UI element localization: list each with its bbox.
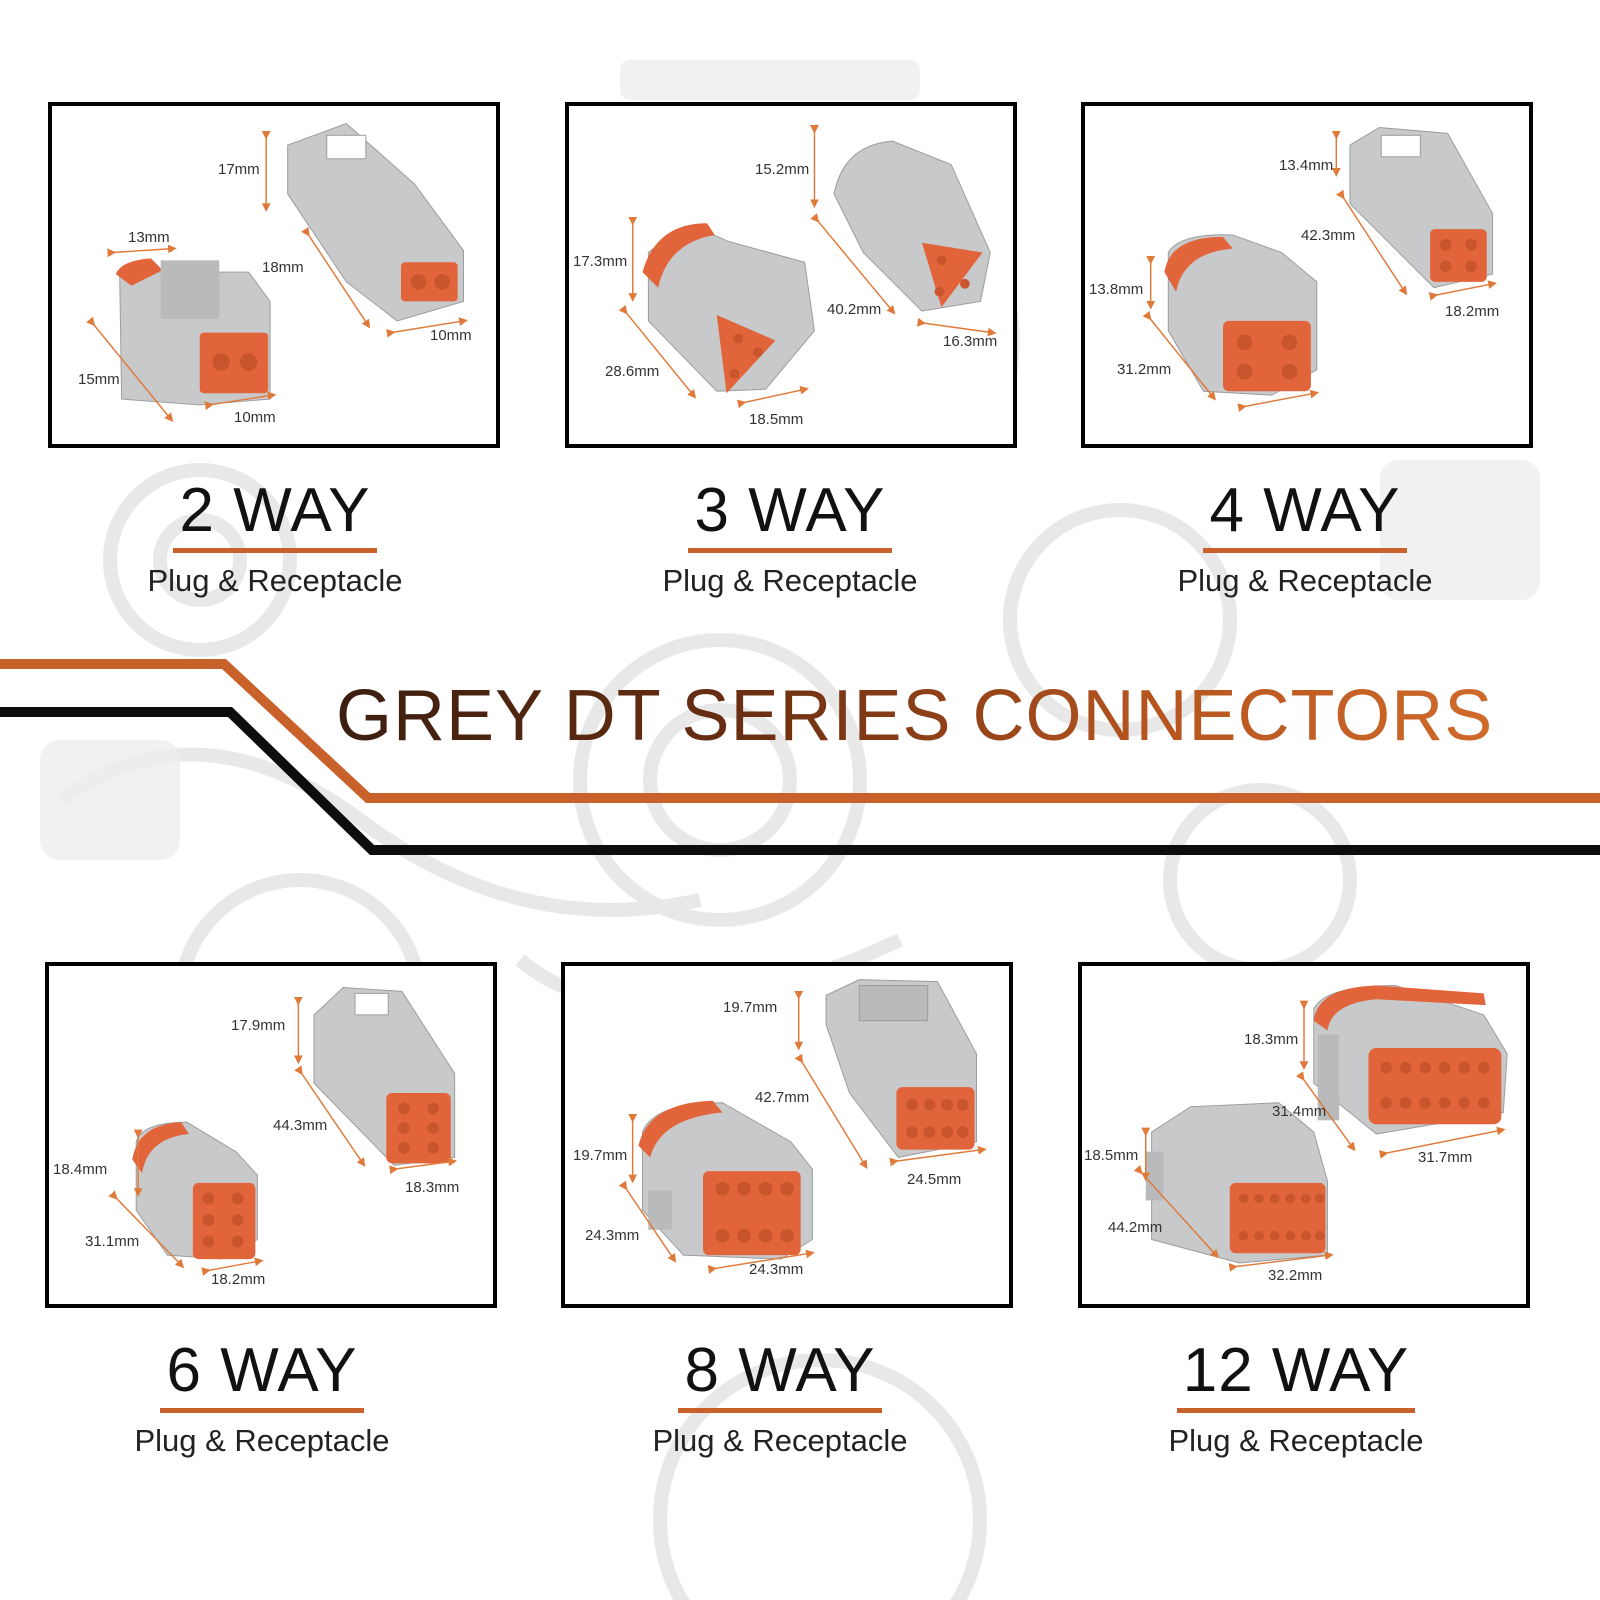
panel-12-way: 18.3mm 31.4mm 18.5mm 31.7mm 44.2mm 32.2m… bbox=[1078, 962, 1530, 1308]
dim-label: 32.2mm bbox=[1268, 1267, 1323, 1284]
caption-4-way: 4 WAY Plug & Receptacle bbox=[1155, 480, 1455, 598]
caption-8-way: 8 WAY Plug & Receptacle bbox=[630, 1340, 930, 1458]
dim-label: 42.3mm bbox=[1301, 227, 1356, 244]
plug-12pin bbox=[1313, 985, 1508, 1135]
connector-illustration bbox=[618, 979, 987, 1274]
way-label: 12 WAY bbox=[1176, 1340, 1416, 1413]
dim-label: 31.2mm bbox=[1117, 361, 1172, 378]
dim-label: 16.3mm bbox=[943, 333, 998, 350]
plug-4pin bbox=[1349, 126, 1494, 289]
subtitle: Plug & Receptacle bbox=[662, 563, 918, 598]
dim-label: 17mm bbox=[218, 161, 260, 178]
dim-label: 13.8mm bbox=[1089, 281, 1144, 298]
caption-3-way: 3 WAY Plug & Receptacle bbox=[640, 480, 940, 598]
dim-label: 17.9mm bbox=[231, 1017, 286, 1034]
receptacle-6pin bbox=[132, 1121, 258, 1260]
page-title: GREY DT SERIES CONNECTORS bbox=[336, 676, 1494, 756]
subtitle: Plug & Receptacle bbox=[1177, 563, 1433, 598]
dim-label: 18.3mm bbox=[405, 1179, 460, 1196]
dim-label: 17.3mm bbox=[573, 253, 628, 270]
dim-label: 19.7mm bbox=[573, 1147, 628, 1164]
subtitle: Plug & Receptacle bbox=[1168, 1423, 1424, 1458]
dim-label: 18.2mm bbox=[1445, 303, 1500, 320]
subtitle: Plug & Receptacle bbox=[147, 563, 403, 598]
dim-label: 15mm bbox=[78, 371, 120, 388]
dim-label: 44.2mm bbox=[1108, 1219, 1163, 1236]
dim-label: 18.2mm bbox=[211, 1271, 266, 1288]
receptacle-2pin bbox=[115, 258, 271, 406]
connector-illustration bbox=[86, 123, 468, 423]
plug-6pin bbox=[313, 986, 456, 1166]
dim-label: 15.2mm bbox=[755, 161, 810, 178]
dim-label: 18.4mm bbox=[53, 1161, 108, 1178]
receptacle-8pin bbox=[638, 1100, 813, 1260]
dim-label: 18.5mm bbox=[749, 411, 804, 428]
dim-label: 31.1mm bbox=[85, 1233, 140, 1250]
dim-label: 18.3mm bbox=[1244, 1031, 1299, 1048]
dim-label: 24.3mm bbox=[749, 1261, 804, 1278]
receptacle-4pin bbox=[1164, 234, 1318, 396]
dim-label: 24.5mm bbox=[907, 1171, 962, 1188]
dim-label: 10mm bbox=[430, 327, 472, 344]
panel-6-way: 17.9mm 44.3mm 18.4mm 18.3mm 31.1mm 18.2m… bbox=[45, 962, 497, 1308]
connector-illustration bbox=[1133, 985, 1508, 1272]
dim-label: 44.3mm bbox=[273, 1117, 328, 1134]
dim-label: 13.4mm bbox=[1279, 157, 1334, 174]
dim-label: 31.7mm bbox=[1418, 1149, 1473, 1166]
dim-label: 31.4mm bbox=[1272, 1103, 1327, 1120]
dim-label: 24.3mm bbox=[585, 1227, 640, 1244]
receptacle-3pin bbox=[642, 223, 815, 394]
connector-illustration bbox=[1142, 126, 1497, 413]
caption-12-way: 12 WAY Plug & Receptacle bbox=[1146, 1340, 1446, 1458]
panel-4-way: 13.4mm 42.3mm 13.8mm 18.2mm 31.2mm bbox=[1081, 102, 1533, 448]
way-label: 4 WAY bbox=[1203, 480, 1407, 553]
caption-6-way: 6 WAY Plug & Receptacle bbox=[112, 1340, 412, 1458]
way-label: 2 WAY bbox=[173, 480, 377, 553]
plug-3pin bbox=[833, 140, 991, 312]
panel-2-way: 17mm 13mm 18mm 10mm 15mm 10mm bbox=[48, 102, 500, 448]
dim-label: 10mm bbox=[234, 409, 276, 426]
dim-label: 18mm bbox=[262, 259, 304, 276]
way-label: 8 WAY bbox=[678, 1340, 882, 1413]
receptacle-12pin bbox=[1145, 1102, 1328, 1264]
plug-2pin bbox=[287, 123, 465, 322]
caption-2-way: 2 WAY Plug & Receptacle bbox=[125, 480, 425, 598]
connector-illustration bbox=[618, 125, 997, 409]
plug-8pin bbox=[825, 979, 978, 1159]
dim-label: 28.6mm bbox=[605, 363, 660, 380]
dim-label: 40.2mm bbox=[827, 301, 882, 318]
connector-illustration bbox=[108, 986, 458, 1276]
dim-label: 42.7mm bbox=[755, 1089, 810, 1106]
dim-label: 19.7mm bbox=[723, 999, 778, 1016]
dim-label: 18.5mm bbox=[1084, 1147, 1139, 1164]
panel-8-way: 19.7mm 42.7mm 19.7mm 24.5mm 24.3mm 24.3m… bbox=[561, 962, 1013, 1308]
subtitle: Plug & Receptacle bbox=[652, 1423, 908, 1458]
way-label: 3 WAY bbox=[688, 480, 892, 553]
subtitle: Plug & Receptacle bbox=[134, 1423, 390, 1458]
dim-label: 13mm bbox=[128, 229, 170, 246]
way-label: 6 WAY bbox=[160, 1340, 364, 1413]
panel-3-way: 15.2mm 17.3mm 40.2mm 16.3mm 28.6mm 18.5m… bbox=[565, 102, 1017, 448]
